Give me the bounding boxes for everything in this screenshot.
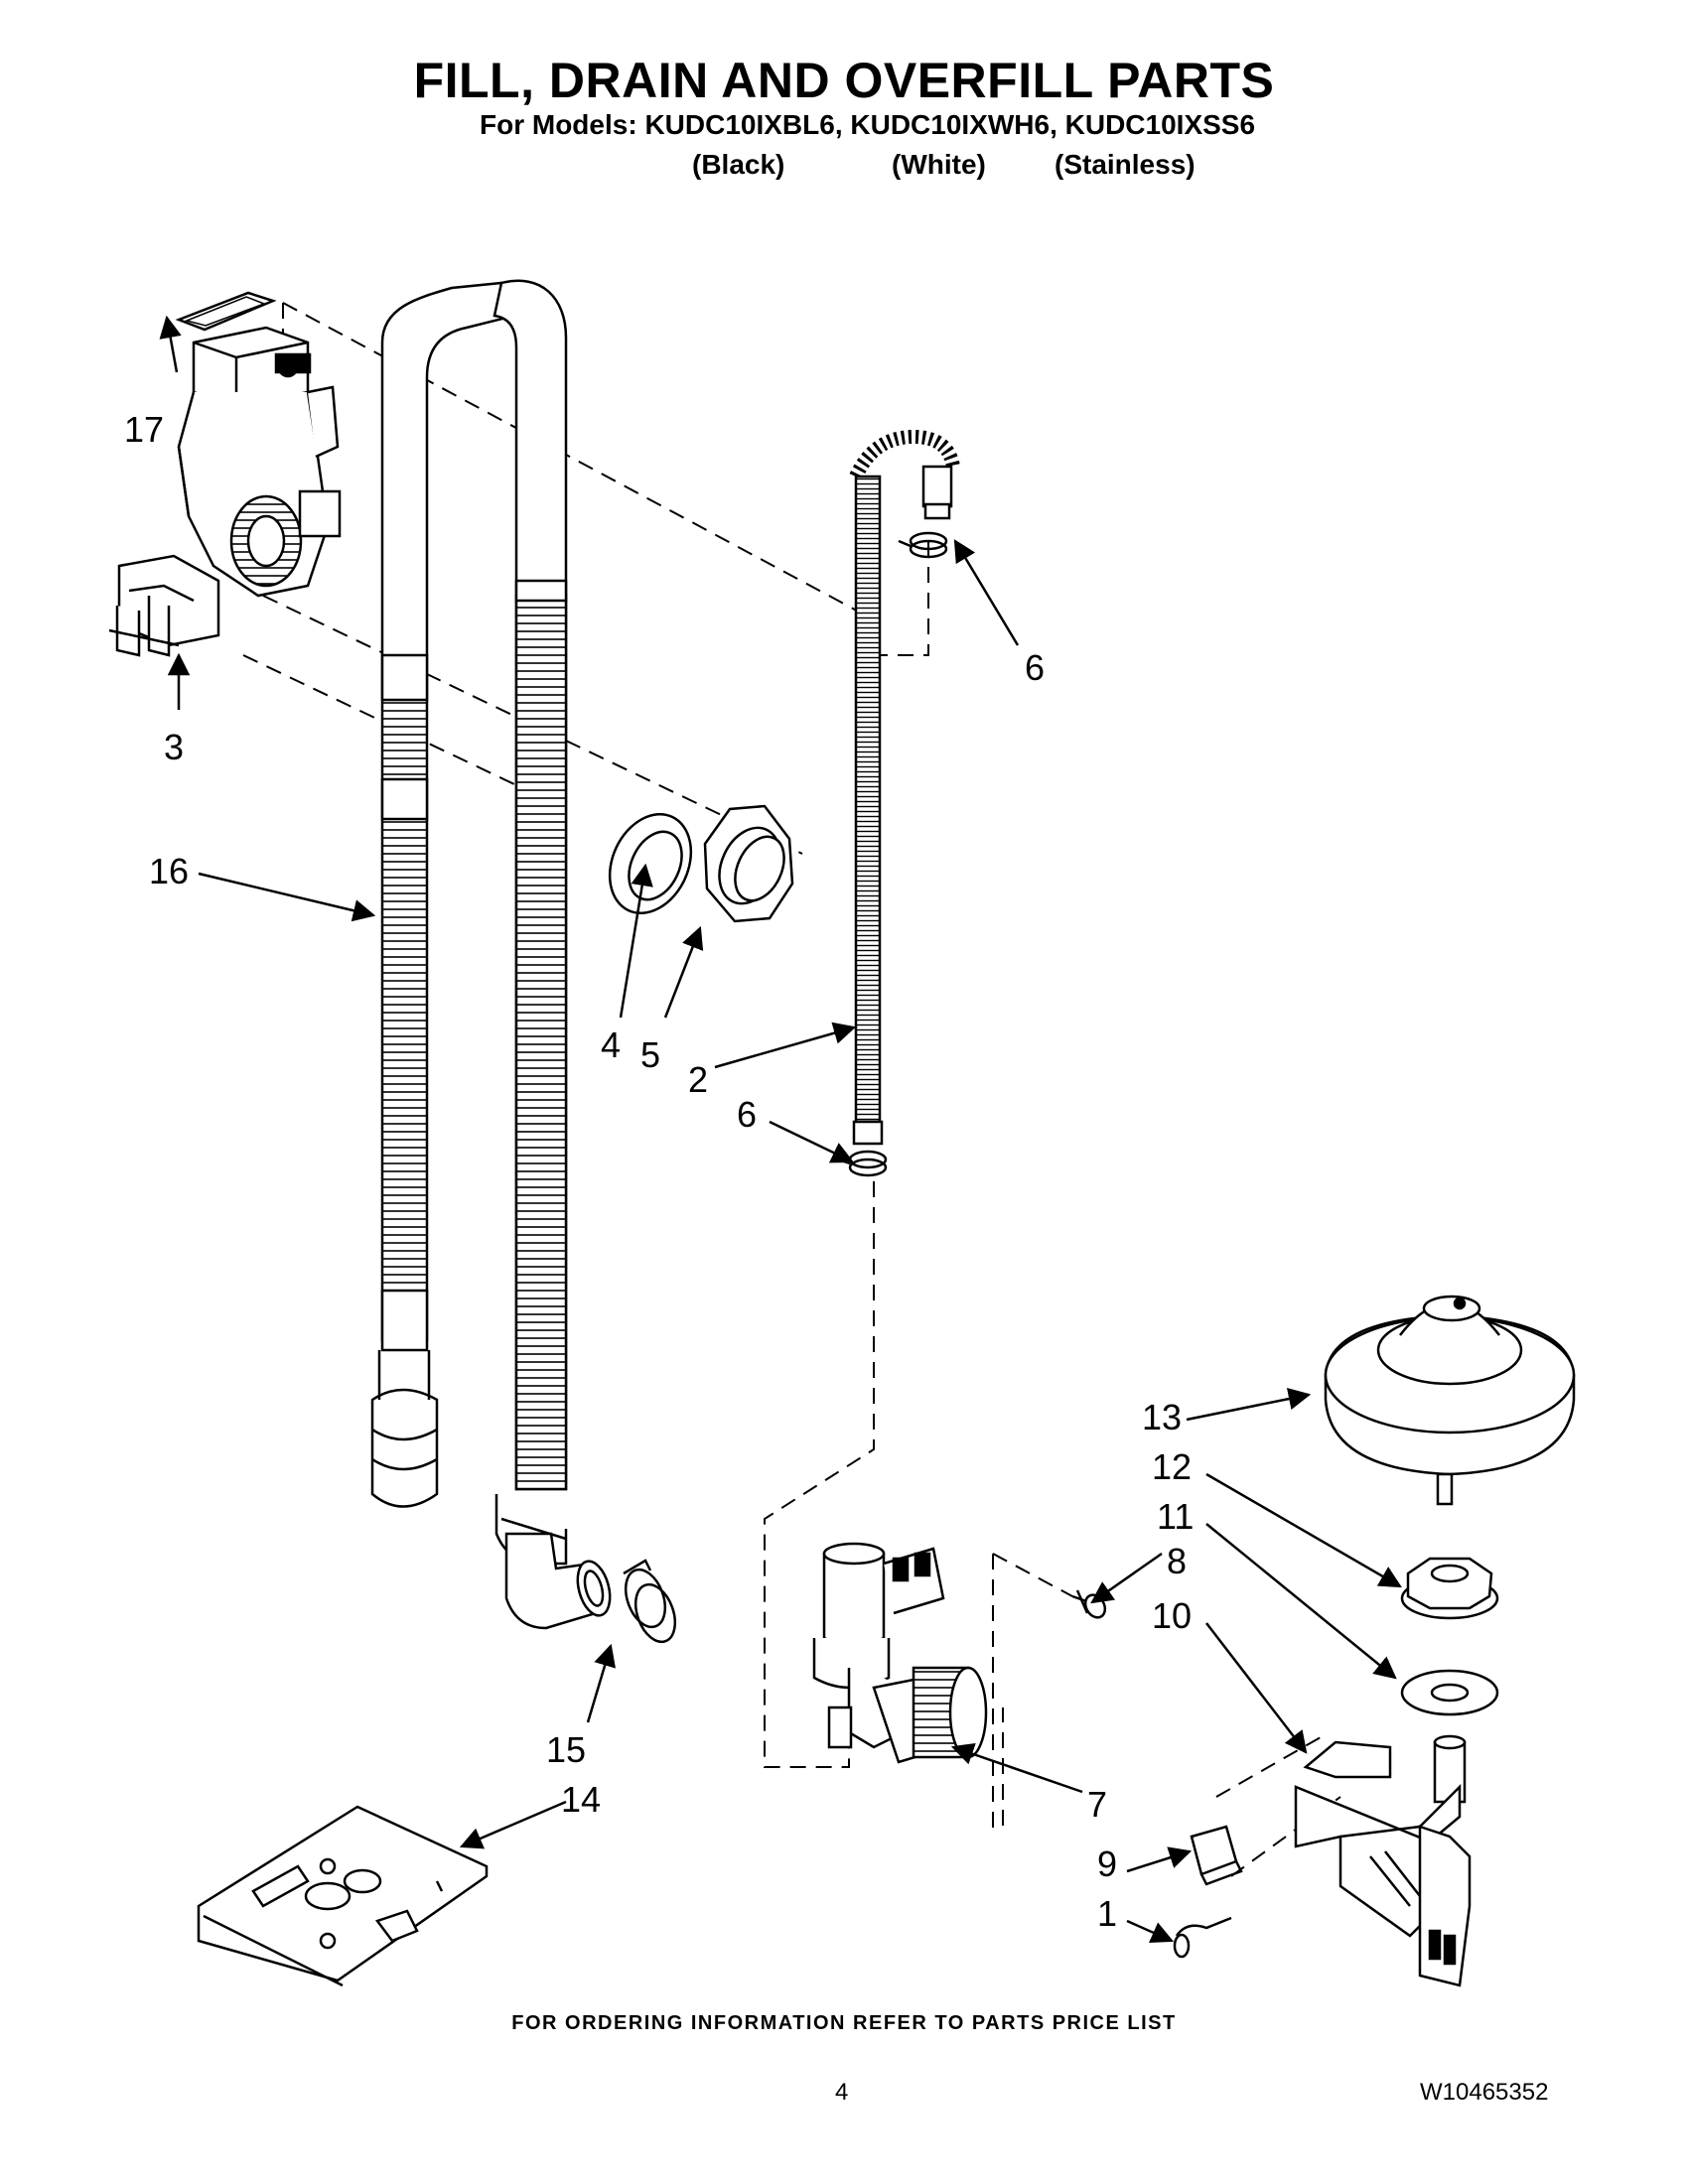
part-17-cover	[175, 291, 277, 332]
callout-5: 5	[640, 1034, 660, 1075]
callout-15: 15	[546, 1729, 586, 1770]
callout-10: 10	[1152, 1595, 1192, 1636]
part-10-switch-housing	[1294, 1734, 1472, 1987]
part-9-switch	[1190, 1825, 1243, 1886]
part-13-float	[1324, 1295, 1576, 1506]
part-15-hose-clamp	[623, 1559, 677, 1644]
callout-14: 14	[561, 1779, 601, 1820]
callout-16: 16	[149, 851, 189, 891]
part-16-drain-hose	[370, 281, 516, 1508]
part-6-clamp-top	[898, 531, 948, 559]
callout-11: 11	[1157, 1496, 1194, 1537]
part-1-clip	[1173, 1916, 1232, 1959]
ordering-note: FOR ORDERING INFORMATION REFER TO PARTS …	[511, 2012, 1177, 2034]
leader-arrows	[159, 315, 1402, 1944]
callout-9: 9	[1097, 1843, 1117, 1884]
callout-3: 3	[164, 727, 184, 767]
callout-13: 13	[1142, 1397, 1182, 1437]
color-white: (White)	[892, 149, 986, 180]
callout-6-bottom: 6	[737, 1094, 757, 1135]
page-number: 4	[835, 2079, 849, 2106]
callout-6-top: 6	[1025, 647, 1045, 688]
callout-1: 1	[1097, 1893, 1117, 1934]
part-14-parts-bag	[197, 1805, 489, 1987]
callout-4: 4	[601, 1024, 621, 1065]
part-11-washer	[1400, 1669, 1499, 1716]
part-3-air-gap	[108, 326, 342, 657]
part-4-gasket	[608, 812, 693, 915]
part-6-clamp-bottom	[837, 1150, 888, 1177]
part-7-water-valve	[812, 1542, 988, 1764]
color-black: (Black)	[692, 149, 785, 180]
callout-2: 2	[688, 1059, 708, 1100]
page-title: FILL, DRAIN AND OVERFILL PARTS	[413, 53, 1275, 108]
callout-labels: 17 3 16 4 5 2 6 6 13 12 11 8 10 7 9 1 15…	[124, 409, 1194, 1934]
document-id: W10465352	[1420, 2079, 1549, 2106]
part-5-nut	[703, 804, 794, 923]
part-2-fill-hose	[849, 429, 960, 1146]
callout-12: 12	[1152, 1446, 1192, 1487]
part-16-drain-hose-right	[492, 279, 612, 1630]
callout-8: 8	[1167, 1541, 1187, 1581]
callout-7: 7	[1087, 1784, 1107, 1825]
callout-17: 17	[124, 409, 164, 450]
models-line: For Models: KUDC10IXBL6, KUDC10IXWH6, KU…	[480, 109, 1256, 140]
part-12-float-nut	[1400, 1557, 1499, 1620]
color-stainless: (Stainless)	[1055, 149, 1196, 180]
